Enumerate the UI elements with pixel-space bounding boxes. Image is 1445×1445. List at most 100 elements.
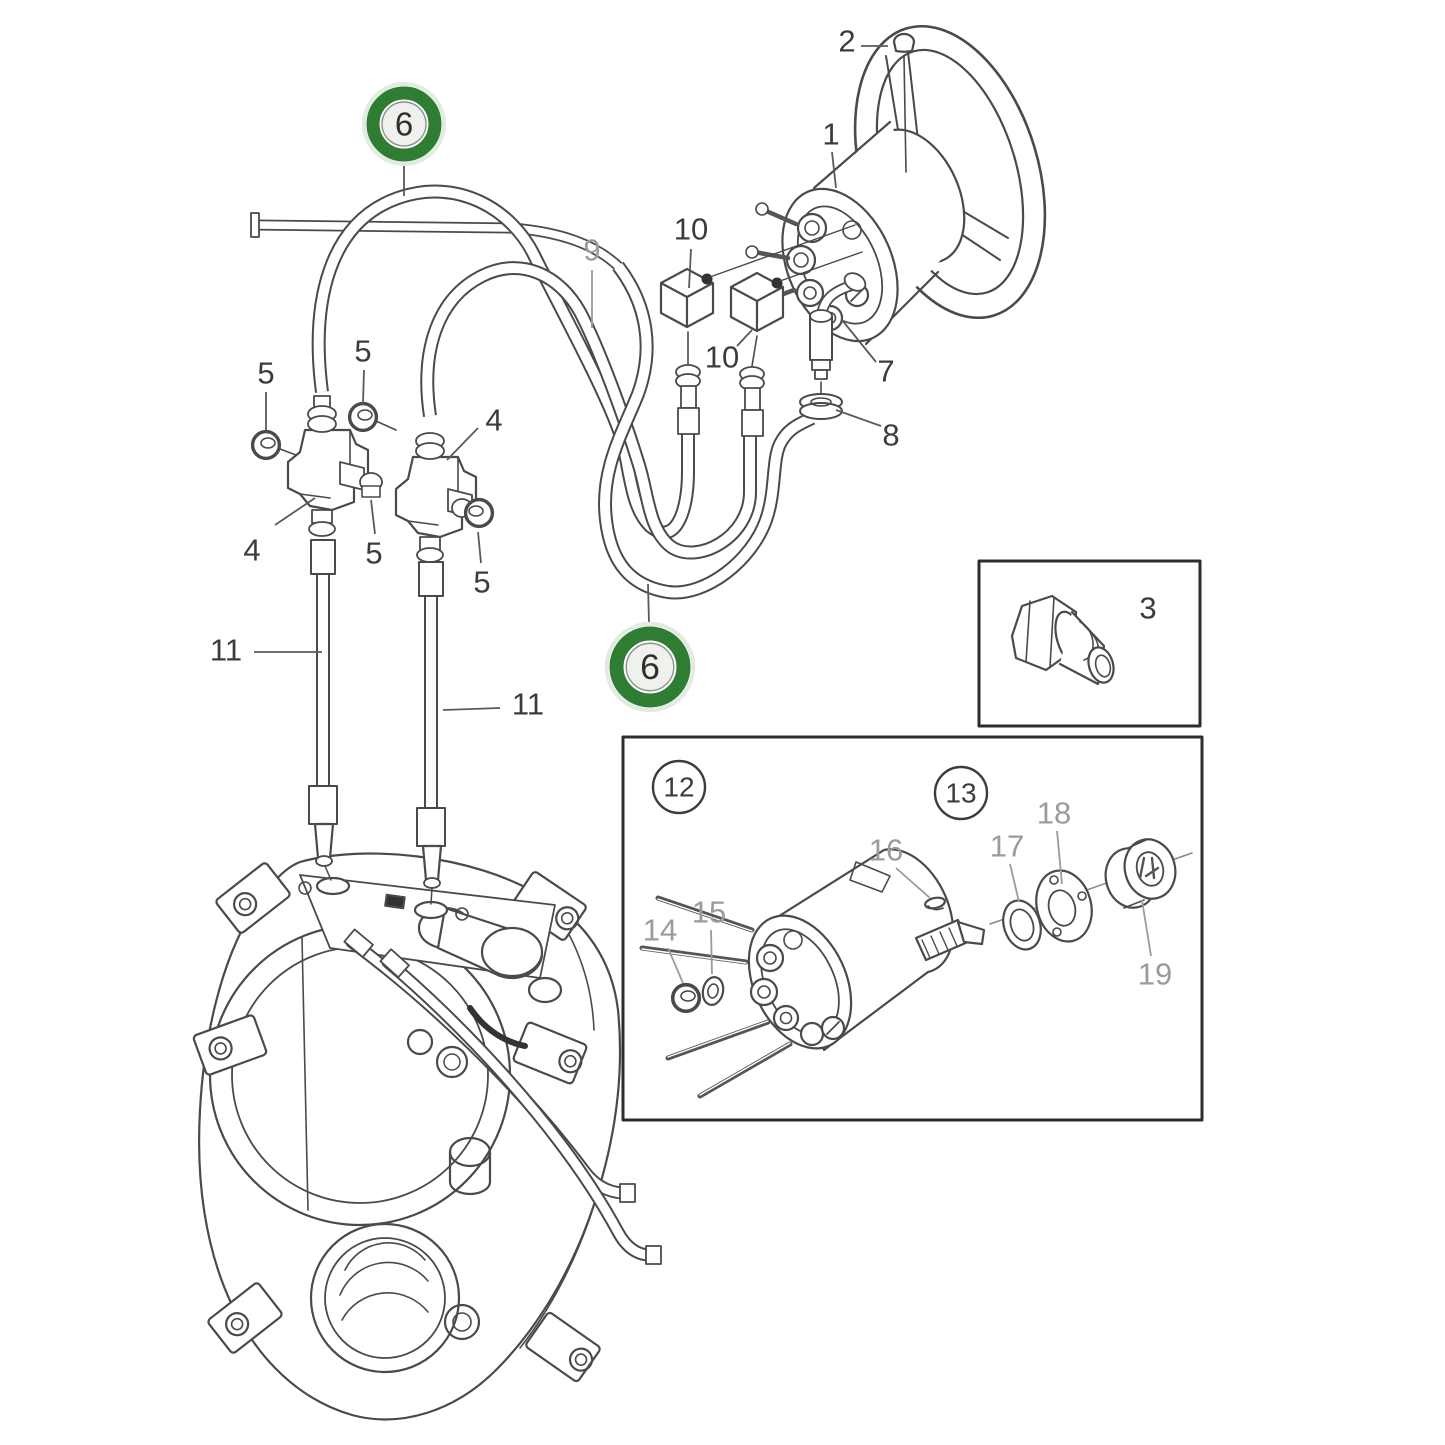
callout-5c: 5: [365, 499, 383, 571]
leader-line: [370, 499, 376, 535]
flange-18-drawing: [1035, 869, 1093, 943]
leader-line: [1009, 863, 1020, 903]
pump-body-drawing: [639, 848, 986, 1099]
hose-6-right: [420, 261, 757, 560]
valve-4-right: [347, 401, 495, 563]
callout-4b: 4: [446, 403, 503, 461]
part-number-label: 7: [877, 354, 894, 389]
leader-line: [442, 707, 501, 711]
highlight-badge-6-bottom[interactable]: 6: [604, 583, 696, 713]
mount-bracket: [192, 862, 601, 1383]
part-number-label: 5: [473, 565, 490, 600]
part-number-label: 3: [1139, 591, 1156, 626]
elbow-7-washer-8: [799, 272, 867, 420]
part-number-label: 8: [882, 418, 899, 453]
inset-box-helm-exploded: [621, 735, 1204, 1122]
leader-line: [667, 947, 684, 984]
part-number-label: 5: [354, 334, 371, 369]
cube-10-right: [729, 271, 785, 333]
callout-7: 7: [841, 319, 895, 389]
valve-4-left: [250, 395, 383, 537]
leader-line: [835, 409, 882, 427]
leader-line: [647, 583, 650, 625]
callout-5b: 5: [354, 334, 372, 405]
badge-number-label: 6: [640, 647, 660, 687]
callout-10b: 10: [705, 329, 753, 375]
callout-19: 19: [1138, 899, 1172, 992]
tube-11-right: [416, 561, 446, 905]
callout-2: 2: [838, 24, 888, 59]
cylinder-hoses: [343, 928, 662, 1265]
screw-2-drawing: [892, 32, 916, 173]
leader-line: [274, 497, 316, 526]
callout-circle: [933, 765, 989, 821]
part-number-label: 10: [674, 212, 708, 247]
callout-10a: 10: [674, 212, 708, 289]
leader-line: [446, 427, 479, 461]
callout-14: 14: [643, 913, 684, 984]
tube-11-left: [308, 539, 338, 881]
cube-10-left: [659, 267, 715, 329]
callout-9: 9: [583, 233, 601, 328]
callout-5a: 5: [257, 356, 275, 430]
seal-17-drawing: [1002, 899, 1042, 951]
leader-line: [1056, 830, 1063, 885]
leader-line: [736, 329, 753, 347]
plug-3-drawing: [1010, 594, 1115, 686]
callout-15: 15: [692, 895, 726, 975]
part-number-label: 1: [822, 117, 839, 152]
part-number-label: 4: [243, 533, 260, 568]
part-number-label: 13: [945, 778, 976, 809]
transmission-housing: [192, 852, 662, 1421]
highlight-badge-6-top[interactable]: 6: [362, 82, 446, 196]
part-number-label: 19: [1138, 957, 1172, 992]
leader-line: [841, 319, 877, 363]
callout-4a: 4: [243, 497, 316, 568]
hose-9-tube: [250, 212, 624, 272]
nut-19-drawing: [1104, 838, 1177, 909]
leader-line: [688, 248, 692, 289]
helm-and-wheel: [745, 24, 1047, 355]
leader-line: [710, 929, 713, 975]
callout-8: 8: [835, 409, 900, 453]
badge-halo-ring: [362, 82, 446, 166]
callout-11a: 11: [210, 633, 322, 668]
callout-16: 16: [869, 833, 931, 899]
washer-15-drawing: [701, 976, 725, 1006]
pin-16-drawing: [924, 896, 946, 911]
callout-circle: [651, 759, 707, 815]
callout-18: 18: [1037, 796, 1071, 885]
callout-12: 12: [651, 759, 707, 815]
cube-fittings: [659, 224, 863, 437]
part-number-label: 4: [485, 403, 502, 438]
leader-line: [362, 369, 365, 405]
badge-inner-disc: [381, 101, 427, 147]
part-number-label: 2: [838, 24, 855, 59]
badge-inner-disc: [625, 642, 675, 692]
callout-3: 3: [1139, 591, 1156, 626]
leader-line: [477, 531, 482, 564]
leader-line: [1141, 899, 1152, 957]
hose-9-sweep: [598, 261, 816, 600]
part-number-label: 18: [1037, 796, 1071, 831]
part-number-label: 9: [583, 233, 600, 268]
part-number-label: 14: [643, 913, 677, 948]
part-number-label: 17: [990, 829, 1024, 864]
leader-line: [831, 151, 837, 189]
part-number-label: 15: [692, 895, 726, 930]
valve-assemblies: [250, 395, 495, 563]
callout-11b: 11: [442, 687, 544, 722]
part-number-label: 11: [210, 633, 242, 668]
nut-14-drawing: [670, 982, 702, 1014]
badge-halo-ring: [604, 621, 696, 713]
badge-number-label: 6: [395, 106, 413, 143]
inset-box-fitting: [977, 559, 1202, 728]
leader-line: [895, 867, 931, 899]
part-number-label: 5: [257, 356, 274, 391]
part-number-label: 10: [705, 340, 739, 375]
callout-5d: 5: [473, 531, 491, 600]
callout-1: 1: [822, 117, 840, 189]
